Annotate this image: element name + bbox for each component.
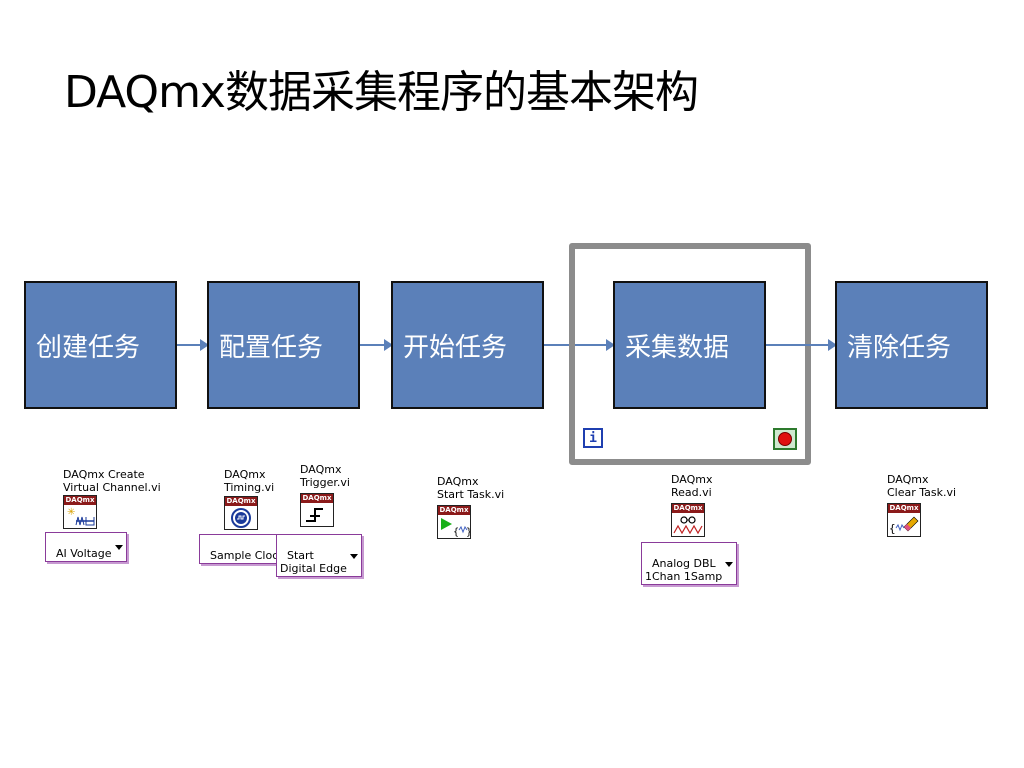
svg-text:✳: ✳ bbox=[67, 507, 75, 518]
clear-task-eraser-icon: DAQmx { bbox=[887, 503, 921, 537]
arrow-1 bbox=[177, 339, 209, 351]
selector-analog-dbl[interactable]: Analog DBL 1Chan 1Samp bbox=[641, 542, 738, 585]
chevron-down-icon bbox=[349, 553, 358, 559]
step-clear-task: 清除任务 bbox=[835, 281, 988, 409]
vi-label-create: DAQmx Create Virtual Channel.vi bbox=[63, 468, 161, 494]
svg-text:{: { bbox=[453, 527, 459, 538]
chevron-down-icon bbox=[114, 545, 123, 550]
while-loop-frame bbox=[569, 243, 811, 465]
svg-text:}: } bbox=[466, 527, 470, 538]
vi-label-timing: DAQmx Timing.vi bbox=[224, 468, 275, 494]
vi-label-clear: DAQmx Clear Task.vi bbox=[887, 473, 957, 499]
arrow-3 bbox=[544, 339, 615, 351]
create-channel-icon: DAQmx ✳ bbox=[63, 495, 97, 529]
arrow-2 bbox=[360, 339, 393, 351]
step-configure-task: 配置任务 bbox=[207, 281, 360, 409]
read-glasses-icon: DAQmx bbox=[671, 503, 705, 537]
trigger-edge-icon: DAQmx bbox=[300, 493, 334, 527]
start-task-icon: DAQmx { } bbox=[437, 505, 471, 539]
arrow-4 bbox=[766, 339, 837, 351]
vi-label-trigger: DAQmx Trigger.vi bbox=[300, 463, 350, 489]
loop-stop-icon bbox=[773, 428, 797, 450]
page-title: DAQmx数据采集程序的基本架构 bbox=[64, 67, 699, 118]
chevron-down-icon bbox=[725, 561, 734, 567]
loop-iteration-terminal: i bbox=[583, 428, 603, 448]
step-start-task: 开始任务 bbox=[391, 281, 544, 409]
vi-label-read: DAQmx Read.vi bbox=[671, 473, 713, 499]
selector-start-digital-edge[interactable]: Start Digital Edge bbox=[276, 534, 362, 577]
timing-clock-icon: DAQmx bbox=[224, 496, 258, 530]
vi-label-start: DAQmx Start Task.vi bbox=[437, 475, 505, 501]
selector-ai-voltage[interactable]: AI Voltage bbox=[45, 532, 127, 562]
svg-text:{: { bbox=[889, 522, 896, 535]
step-acquire-data: 采集数据 bbox=[613, 281, 766, 409]
step-create-task: 创建任务 bbox=[24, 281, 177, 409]
